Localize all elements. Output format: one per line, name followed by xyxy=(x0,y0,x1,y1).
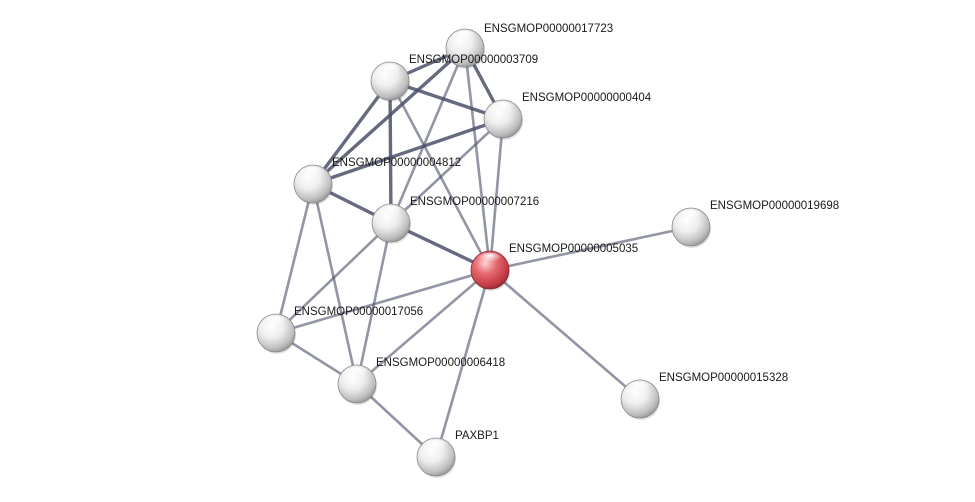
node-highlight xyxy=(627,381,653,396)
node-label-n15328: ENSGMOP00000015328 xyxy=(659,372,788,384)
node-label-n7216: ENSGMOP00000007216 xyxy=(410,196,539,208)
edge-n5035-n15328[interactable] xyxy=(488,268,642,401)
node-highlight xyxy=(263,315,289,330)
node-highlight xyxy=(344,366,370,381)
edge-n5035-n19698[interactable] xyxy=(488,225,693,272)
nodes-layer xyxy=(256,28,711,478)
node-label-n3709: ENSGMOP00000003709 xyxy=(409,54,538,66)
edge-n17723-n5035[interactable] xyxy=(463,46,492,272)
node-n17723[interactable] xyxy=(445,28,485,69)
node-label-n19698: ENSGMOP00000019698 xyxy=(710,200,839,212)
node-highlight xyxy=(300,166,326,181)
edge-n3709-n404[interactable] xyxy=(388,79,505,121)
node-highlight xyxy=(423,439,449,454)
node-highlight xyxy=(678,209,704,224)
labels-layer: ENSGMOP00000017723ENSGMOP00000003709ENSG… xyxy=(294,23,839,442)
edge-n404-n7216[interactable] xyxy=(389,117,505,225)
node-label-n404: ENSGMOP00000000404 xyxy=(522,92,652,104)
edge-n5035-npaxbp1[interactable] xyxy=(434,268,492,459)
edge-n3709-n7216[interactable] xyxy=(388,79,393,225)
edge-n17723-n4812[interactable] xyxy=(311,46,467,186)
edge-n7216-n17056[interactable] xyxy=(274,221,393,335)
node-label-n4812: ENSGMOP00000004812 xyxy=(332,157,461,169)
edge-n404-n5035[interactable] xyxy=(488,117,505,272)
edge-n3709-n4812[interactable] xyxy=(311,79,392,186)
node-n17056[interactable] xyxy=(256,313,296,354)
edge-n17723-n7216[interactable] xyxy=(389,46,467,225)
node-label-npaxbp1: PAXBP1 xyxy=(455,430,499,442)
node-n15328[interactable] xyxy=(620,379,660,420)
node-highlight xyxy=(452,30,478,45)
node-n6418[interactable] xyxy=(337,364,377,405)
node-highlight xyxy=(378,205,404,220)
node-highlight xyxy=(377,63,403,78)
node-n7216[interactable] xyxy=(371,203,411,244)
edge-n5035-n6418[interactable] xyxy=(355,268,492,386)
node-n3709[interactable] xyxy=(370,61,410,102)
node-label-n5035: ENSGMOP00000005035 xyxy=(509,243,638,255)
node-highlight xyxy=(490,101,516,116)
edge-n4812-n17056[interactable] xyxy=(274,182,315,335)
node-n5035[interactable] xyxy=(470,250,510,291)
edge-n3709-n5035[interactable] xyxy=(388,79,492,272)
node-highlight xyxy=(477,252,503,267)
node-n19698[interactable] xyxy=(671,207,711,248)
edge-n4812-n6418[interactable] xyxy=(311,182,359,386)
node-n4812[interactable] xyxy=(293,164,333,205)
edge-n404-n4812[interactable] xyxy=(311,117,505,186)
edge-n5035-n17056[interactable] xyxy=(274,268,492,335)
node-npaxbp1[interactable] xyxy=(416,437,456,478)
node-n404[interactable] xyxy=(483,99,523,140)
node-label-n17723: ENSGMOP00000017723 xyxy=(484,23,613,35)
node-label-n6418: ENSGMOP00000006418 xyxy=(376,357,505,369)
node-label-n17056: ENSGMOP00000017056 xyxy=(294,306,423,318)
